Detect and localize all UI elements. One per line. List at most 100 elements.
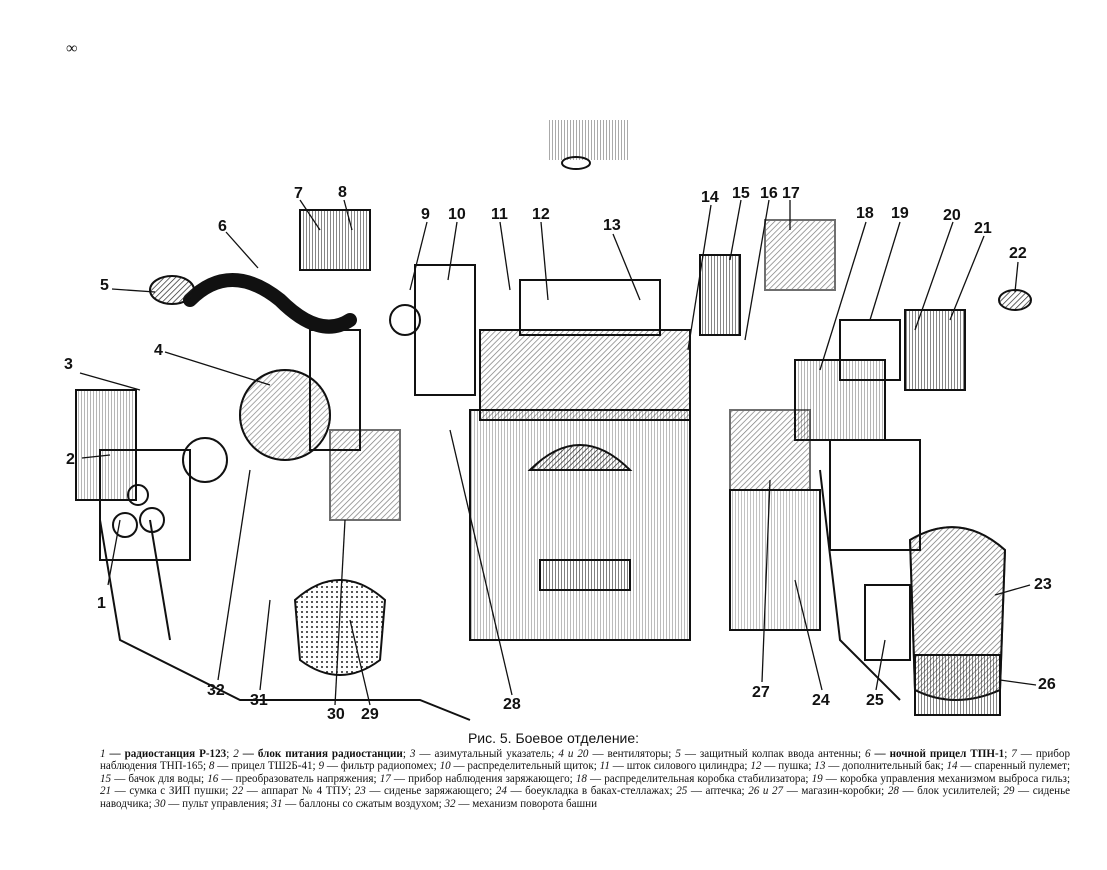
legend-item-text: — сумка с ЗИП пушки	[111, 785, 226, 798]
legend-item: 18 — распределительная коробка стабилиза…	[575, 772, 812, 785]
legend-item: 25 — аптечка;	[676, 785, 749, 798]
legend-item-number: 13	[814, 760, 826, 773]
callout-31: 31	[250, 692, 268, 709]
legend-item-number: 23	[354, 785, 366, 798]
legend-item-text: — магазин-коробки	[783, 785, 882, 798]
callout-25: 25	[866, 692, 884, 709]
callout-24: 24	[812, 692, 830, 709]
callout-18: 18	[856, 205, 874, 222]
callout-11: 11	[491, 206, 508, 223]
fighting-compartment-illustration	[75, 120, 1037, 721]
legend-item-number: 26 и 27	[748, 785, 784, 798]
legend-item-text: — коробка управления механизмом выброса …	[822, 772, 1067, 785]
legend-item: 13 — дополнительный бак;	[814, 760, 947, 773]
legend-item-number: 18	[575, 772, 587, 785]
callout-15: 15	[732, 185, 750, 202]
legend-item-text: — спаренный пулемет	[957, 760, 1067, 773]
legend-item-number: 4 и 20	[558, 748, 589, 760]
callout-12: 12	[532, 206, 550, 223]
legend-item-number: 8	[208, 760, 215, 773]
ammo-racks	[729, 409, 821, 631]
commander-sight-cluster	[149, 209, 476, 521]
callout-13: 13	[603, 217, 621, 234]
legend-item: 15 — бачок для воды;	[100, 772, 208, 785]
legend-item: 3 — азимутальный указатель;	[409, 748, 559, 760]
legend-item-text: — фильтр радиопомех	[324, 760, 434, 773]
gun-breech	[479, 279, 691, 591]
legend-item-number: 22	[232, 785, 244, 798]
callout-14: 14	[701, 189, 719, 206]
callout-5: 5	[100, 277, 109, 294]
legend-item: 1 — радиостанция Р-123;	[100, 748, 234, 760]
legend-item-text: — пушка	[761, 760, 809, 773]
legend-item: 21 — сумка с ЗИП пушки;	[100, 785, 233, 798]
callout-3: 3	[64, 356, 73, 373]
callout-4: 4	[154, 342, 163, 359]
legend-item-text: — блок усилителей	[898, 785, 997, 798]
legend-item-number: 12	[750, 760, 762, 773]
legend-item: 26 и 27 — магазин-коробки;	[748, 785, 888, 798]
callout-17: 17	[782, 185, 800, 202]
figure-caption-title: Рис. 5. Боевое отделение:	[467, 730, 640, 746]
legend-items: 1 — радиостанция Р-123; 2 — блок питания…	[100, 748, 1070, 810]
legend-item-number: 1	[100, 748, 106, 760]
legend-item-number: 21	[100, 785, 112, 798]
callout-22: 22	[1009, 245, 1027, 262]
legend-item-text: — преобразователь напряжения	[218, 772, 374, 785]
callout-32: 32	[207, 682, 225, 699]
roof-hatching	[548, 120, 628, 170]
callout-1: 1	[97, 595, 106, 612]
legend-item-text: — боеукладка в баках-стеллажах	[506, 785, 670, 798]
legend-item-number: 24	[495, 785, 507, 798]
gunner-seat	[293, 579, 387, 676]
legend-item: 7 — прибор наблюдения ТНП-165;	[100, 748, 1071, 773]
legend-item-number: 17	[379, 772, 391, 785]
legend-item-number: 31	[271, 797, 283, 810]
legend-item-number: 9	[318, 760, 325, 773]
legend-item-number: 19	[811, 772, 823, 785]
callout-7: 7	[294, 185, 303, 202]
legend-item-number: 14	[946, 760, 958, 773]
legend-item-text: — механизм поворота башни	[455, 797, 598, 810]
legend-item: 30 — пульт управления;	[154, 797, 272, 810]
legend-item-text: — прибор наблюдения ТНП-165	[100, 748, 1071, 773]
legend-item: 31 — баллоны со сжатым воздухом;	[271, 797, 445, 810]
callout-2: 2	[66, 451, 75, 468]
legend-item-number: 29	[1003, 785, 1015, 798]
legend-item-number: 32	[444, 797, 456, 810]
legend-item-number: 11	[599, 760, 610, 773]
legend-item-text: — распределительный щиток	[450, 760, 594, 773]
callout-27: 27	[752, 684, 770, 701]
legend-item: 11 — шток силового цилиндра;	[599, 760, 751, 773]
legend-item: 5 — защитный колпак ввода антенны;	[675, 748, 866, 760]
legend-item-text: — радиостанция Р-123	[105, 748, 227, 760]
legend-item-number: 5	[675, 748, 681, 760]
callout-8: 8	[338, 184, 347, 201]
legend-item: 4 и 20 — вентиляторы;	[558, 748, 676, 760]
legend-item-text: — сиденье заряжающего	[365, 785, 490, 798]
legend-item-number: 28	[887, 785, 899, 798]
callout-29: 29	[361, 706, 379, 723]
legend-item-text: — аптечка	[687, 785, 742, 798]
legend-item-number: 15	[100, 772, 112, 785]
legend-item: 9 — фильтр радиопомех;	[318, 760, 440, 773]
legend-item-number: 16	[207, 772, 219, 785]
legend-item-text: — блок питания радиостанции	[238, 748, 403, 760]
loader-seat	[829, 439, 1007, 716]
callout-9: 9	[421, 206, 430, 223]
callout-30: 30	[327, 706, 345, 723]
legend-item: 32 — механизм поворота башни	[444, 798, 597, 810]
legend-item-text: — азимутальный указатель	[415, 748, 552, 760]
legend-item: 14 — спаренный пулемет;	[946, 760, 1071, 773]
legend-item-text: — пульт управления	[165, 797, 266, 810]
callout-16: 16	[760, 185, 778, 202]
legend-item-text: — прибор наблюдения заряжающего	[390, 772, 570, 785]
legend-item-text: — баллоны со сжатым воздухом	[282, 797, 439, 810]
callout-6: 6	[218, 218, 227, 235]
legend-item: 12 — пушка;	[750, 760, 815, 773]
legend-item: 23 — сиденье заряжающего;	[354, 785, 496, 798]
legend-item: 29 — сиденье наводчика;	[100, 785, 1071, 810]
callout-19: 19	[891, 205, 909, 222]
callout-10: 10	[448, 206, 466, 223]
